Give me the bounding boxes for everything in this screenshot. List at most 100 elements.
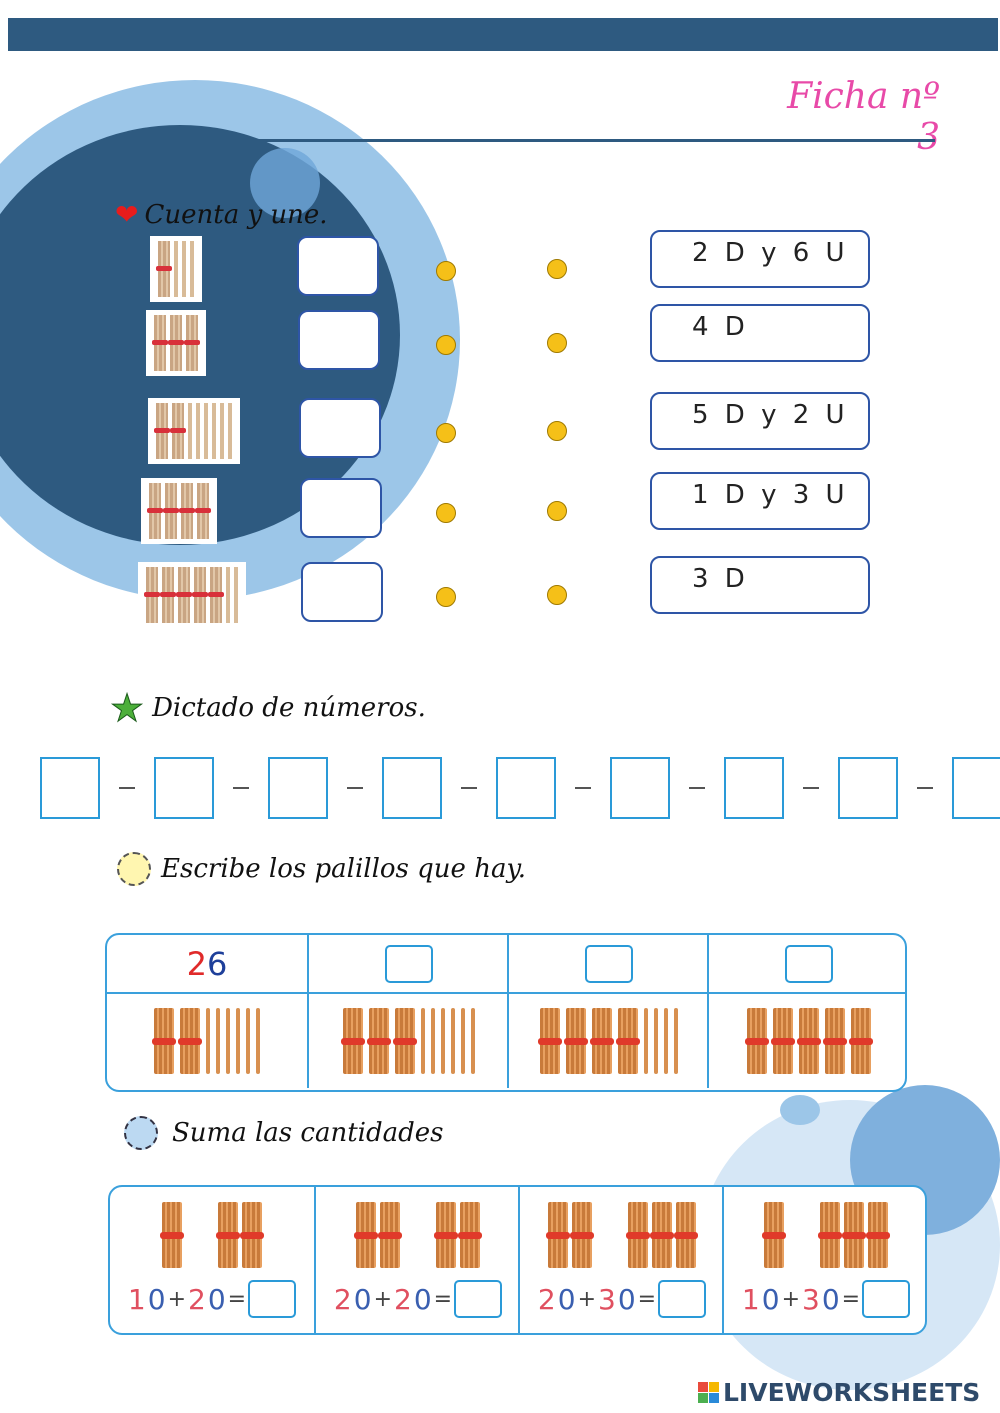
equation-a-tens: 2 (537, 1282, 556, 1316)
header-rule (255, 139, 935, 142)
stick-bundle (341, 1008, 365, 1074)
equation-a-units: 0 (147, 1282, 166, 1316)
stick-bundle (163, 483, 179, 539)
single-stick (228, 403, 232, 459)
section3-title: Escribe los palillos que hay. (161, 854, 526, 884)
sum-answer-box[interactable] (862, 1280, 911, 1318)
cloud-icon (124, 1116, 158, 1150)
stick-bundle (674, 1202, 698, 1268)
left-match-dot[interactable] (436, 423, 456, 443)
left-match-dot[interactable] (436, 261, 456, 281)
match-label: 2 D y 6 U (650, 230, 870, 288)
section3-heading: Escribe los palillos que hay. (117, 852, 526, 886)
star-icon: ★ (109, 686, 145, 731)
section1-heading: ❤ Cuenta y une. (115, 198, 328, 231)
dictation-box[interactable] (268, 757, 328, 819)
stick-bundle (378, 1202, 402, 1268)
right-match-dot[interactable] (547, 501, 567, 521)
sticks-picture (141, 478, 217, 544)
sum-answer-box[interactable] (658, 1280, 707, 1318)
single-stick (461, 1008, 465, 1074)
right-match-dot[interactable] (547, 259, 567, 279)
stick-bundle (354, 1202, 378, 1268)
stick-bundle (176, 567, 192, 623)
stick-bundle (745, 1008, 769, 1074)
dictation-box[interactable] (610, 757, 670, 819)
dash-separator (347, 787, 363, 789)
stick-bundle (195, 483, 211, 539)
dash-separator (689, 787, 705, 789)
section4-heading: Suma las cantidades (124, 1116, 444, 1150)
dictation-box[interactable] (496, 757, 556, 819)
stick-bundle (771, 1008, 795, 1074)
sticks-picture (148, 398, 240, 464)
answer-box[interactable] (300, 478, 382, 538)
stick-bundle (147, 483, 163, 539)
sum-answer-box[interactable] (454, 1280, 503, 1318)
sum-sticks (762, 1202, 890, 1268)
left-match-dot[interactable] (436, 503, 456, 523)
equation-b-tens: 3 (598, 1282, 616, 1316)
count-answer-box[interactable] (585, 944, 633, 983)
stick-bundle (626, 1202, 650, 1268)
match-label: 5 D y 2 U (650, 392, 870, 450)
right-match-dot[interactable] (547, 585, 567, 605)
left-match-dot[interactable] (436, 335, 456, 355)
dash-separator (803, 787, 819, 789)
dictation-box[interactable] (838, 757, 898, 819)
count-answer-box[interactable] (785, 944, 833, 983)
dictation-box[interactable] (40, 757, 100, 819)
equation-a-units: 0 (557, 1282, 576, 1316)
single-stick (188, 403, 192, 459)
right-match-dot[interactable] (547, 421, 567, 441)
stick-bundle (178, 1008, 202, 1074)
single-stick (216, 1008, 220, 1074)
stick-bundle (208, 567, 224, 623)
equation-plus: + (577, 1286, 596, 1312)
dash-separator (233, 787, 249, 789)
logo-icon (698, 1382, 719, 1403)
equation-b-tens: 2 (188, 1282, 206, 1316)
left-match-dot[interactable] (436, 587, 456, 607)
stick-bundle (797, 1008, 821, 1074)
answer-box[interactable] (299, 398, 381, 458)
decor-circle-bottom-small (780, 1095, 820, 1125)
gap (186, 1202, 214, 1268)
dictation-box[interactable] (154, 757, 214, 819)
equation-a-units: 0 (761, 1282, 780, 1316)
gap (596, 1202, 624, 1268)
count-answer-box[interactable] (385, 944, 433, 983)
dash-separator (461, 787, 477, 789)
stick-bundle (393, 1008, 417, 1074)
answer-box[interactable] (297, 236, 379, 296)
equation-b-units: 0 (821, 1282, 840, 1316)
single-stick (226, 567, 230, 623)
stick-bundle (564, 1008, 588, 1074)
sum-answer-box[interactable] (248, 1280, 297, 1318)
stick-bundle (650, 1202, 674, 1268)
gap (404, 1202, 432, 1268)
equation-equals: = (433, 1286, 453, 1312)
equation-b-units: 0 (617, 1282, 636, 1316)
stick-bundle (616, 1008, 640, 1074)
single-stick (471, 1008, 475, 1074)
stick-bundle (458, 1202, 482, 1268)
single-stick (174, 241, 178, 297)
dictation-box[interactable] (382, 757, 442, 819)
dash-separator (917, 787, 933, 789)
stick-bundle (184, 315, 200, 371)
worksheet-number: Ficha nº 3 (787, 76, 940, 158)
dictation-box[interactable] (724, 757, 784, 819)
stick-bundle (216, 1202, 240, 1268)
liveworksheets-logo: LIVEWORKSHEETS (698, 1378, 980, 1407)
dictation-box[interactable] (952, 757, 1000, 819)
sticks-picture (146, 310, 206, 376)
sticks-picture (150, 236, 202, 302)
equation-plus: + (781, 1286, 800, 1312)
sum-sticks (546, 1202, 698, 1268)
answer-box[interactable] (301, 562, 383, 622)
answer-box[interactable] (298, 310, 380, 370)
right-match-dot[interactable] (547, 333, 567, 353)
stick-bundle (823, 1008, 847, 1074)
